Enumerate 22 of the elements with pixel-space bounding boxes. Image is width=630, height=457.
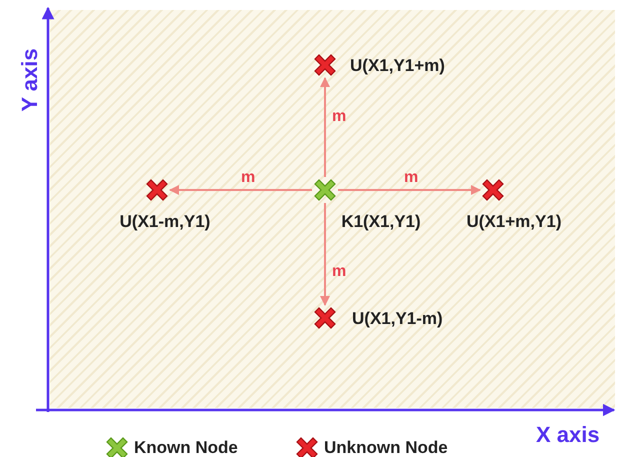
cross-marker-icon xyxy=(480,177,506,203)
node-label: U(X1-m,Y1) xyxy=(120,212,210,232)
node-label: U(X1+m,Y1) xyxy=(466,212,562,232)
edge-label: m xyxy=(241,169,256,187)
cross-marker-icon xyxy=(312,52,338,78)
cross-marker-icon xyxy=(312,305,338,331)
arrow xyxy=(169,185,312,195)
axis-title: Y axis xyxy=(18,48,42,112)
node-label: K1(X1,Y1) xyxy=(341,212,421,232)
node-label: U(X1,Y1-m) xyxy=(352,309,443,329)
legend-label: Known Node xyxy=(134,438,238,457)
edge-label: m xyxy=(404,169,418,187)
arrow xyxy=(338,185,481,195)
arrow xyxy=(320,77,330,177)
arrow xyxy=(320,203,330,306)
edge-label: m xyxy=(332,108,346,126)
node-label: U(X1,Y1+m) xyxy=(350,56,445,76)
legend-label: Unknown Node xyxy=(324,438,448,457)
axis-title: X axis xyxy=(536,423,600,447)
cross-marker-icon xyxy=(312,177,338,203)
edge-label: m xyxy=(332,263,346,281)
cross-marker-icon xyxy=(144,177,170,203)
